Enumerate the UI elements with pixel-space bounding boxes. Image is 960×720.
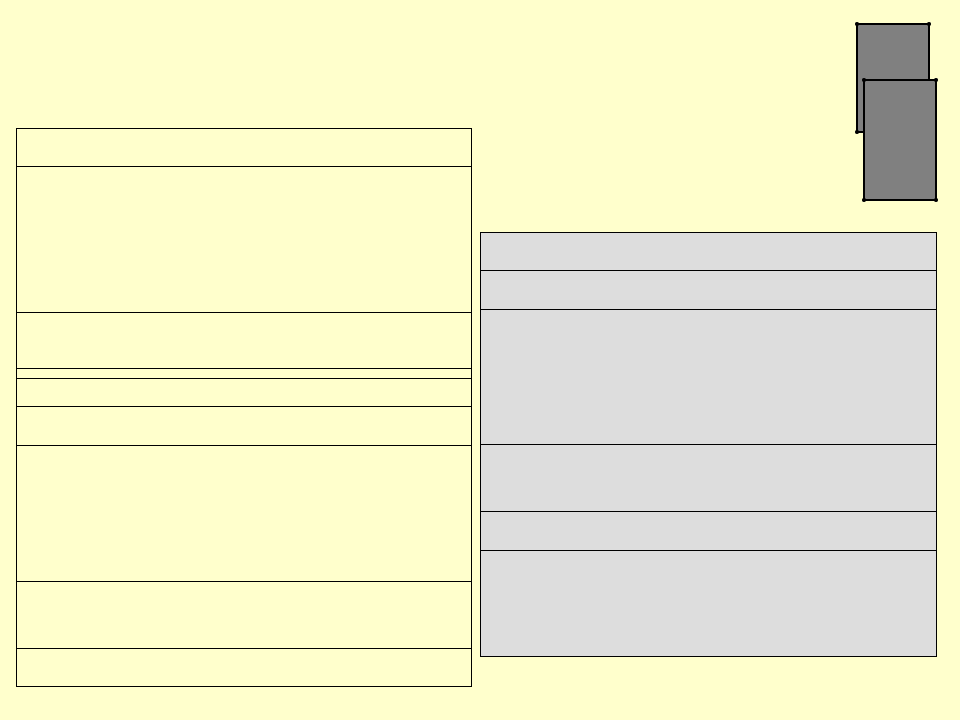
left-row-4 <box>17 369 471 379</box>
front-rectangle <box>862 78 938 202</box>
left-row-9 <box>17 649 471 686</box>
left-row-1 <box>17 129 471 167</box>
back-rectangle <box>855 22 931 134</box>
right-row-3 <box>481 310 936 445</box>
left-row-3 <box>17 313 471 369</box>
left-row-6 <box>17 407 471 446</box>
right-row-1 <box>481 233 936 271</box>
left-row-8 <box>17 582 471 649</box>
right-row-2 <box>481 271 936 310</box>
right-row-5 <box>481 512 936 551</box>
left-row-2 <box>17 167 471 313</box>
right-row-6 <box>481 551 936 656</box>
left-panel <box>16 128 472 687</box>
left-row-7 <box>17 446 471 582</box>
right-row-4 <box>481 445 936 512</box>
right-panel <box>480 232 937 657</box>
left-row-5 <box>17 379 471 407</box>
